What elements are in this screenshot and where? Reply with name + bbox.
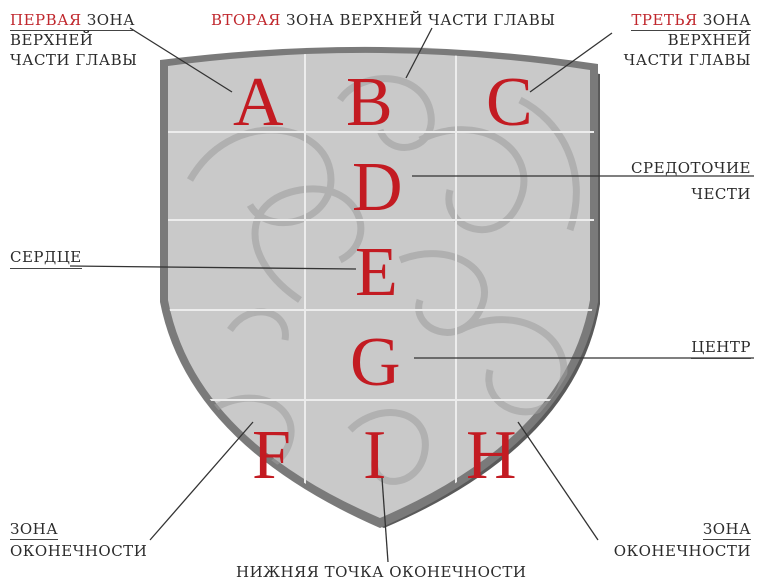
label-first-rest: ЗОНА <box>82 11 135 29</box>
label-base-right-line1: ЗОНА <box>703 520 751 540</box>
label-bottom-point: НИЖНЯЯ ТОЧКА ОКОНЕЧНОСТИ <box>236 562 527 582</box>
letter-d: D <box>352 149 403 226</box>
label-first-line2: ВЕРХНЕЙ <box>10 31 93 49</box>
label-focus-line1: СРЕДОТОЧИЕ <box>631 159 751 177</box>
label-first-line3: ЧАСТИ ГЛАВЫ <box>10 51 137 69</box>
label-third-accent: ТРЕТЬЯ <box>631 11 697 29</box>
label-focus: СРЕДОТОЧИЕ ЧЕСТИ <box>631 155 751 207</box>
letter-a: A <box>233 64 284 141</box>
leader-base-left <box>150 422 253 540</box>
letter-h: H <box>466 417 517 494</box>
letter-c: C <box>486 64 533 141</box>
label-base-right-line2: ОКОНЕЧНОСТИ <box>614 542 751 560</box>
letter-f: F <box>252 417 291 494</box>
label-base-left-line1: ЗОНА <box>10 520 58 540</box>
label-center: ЦЕНТР <box>691 337 751 359</box>
label-heart: СЕРДЦЕ <box>10 247 82 269</box>
label-base-left: ЗОНА ОКОНЕЧНОСТИ <box>10 518 147 562</box>
label-first-zone: ПЕРВАЯ ЗОНА ВЕРХНЕЙ ЧАСТИ ГЛАВЫ <box>10 10 137 70</box>
label-second-rest: ЗОНА ВЕРХНЕЙ ЧАСТИ ГЛАВЫ <box>281 11 556 29</box>
label-focus-line2: ЧЕСТИ <box>691 185 751 203</box>
label-third-line3: ЧАСТИ ГЛАВЫ <box>624 51 751 69</box>
label-third-line2: ВЕРХНЕЙ <box>668 31 751 49</box>
letter-b: B <box>346 64 393 141</box>
letter-g: G <box>350 324 401 401</box>
letter-e: E <box>355 234 398 311</box>
label-first-accent: ПЕРВАЯ <box>10 11 82 29</box>
label-third-rest: ЗОНА <box>698 11 751 29</box>
label-base-left-line2: ОКОНЕЧНОСТИ <box>10 542 147 560</box>
label-base-right: ЗОНА ОКОНЕЧНОСТИ <box>614 518 751 562</box>
label-second-accent: ВТОРАЯ <box>211 11 281 29</box>
leader-base-right <box>518 422 598 540</box>
label-second-zone: ВТОРАЯ ЗОНА ВЕРХНЕЙ ЧАСТИ ГЛАВЫ <box>211 10 556 30</box>
label-third-zone: ТРЕТЬЯ ЗОНА ВЕРХНЕЙ ЧАСТИ ГЛАВЫ <box>624 10 751 70</box>
